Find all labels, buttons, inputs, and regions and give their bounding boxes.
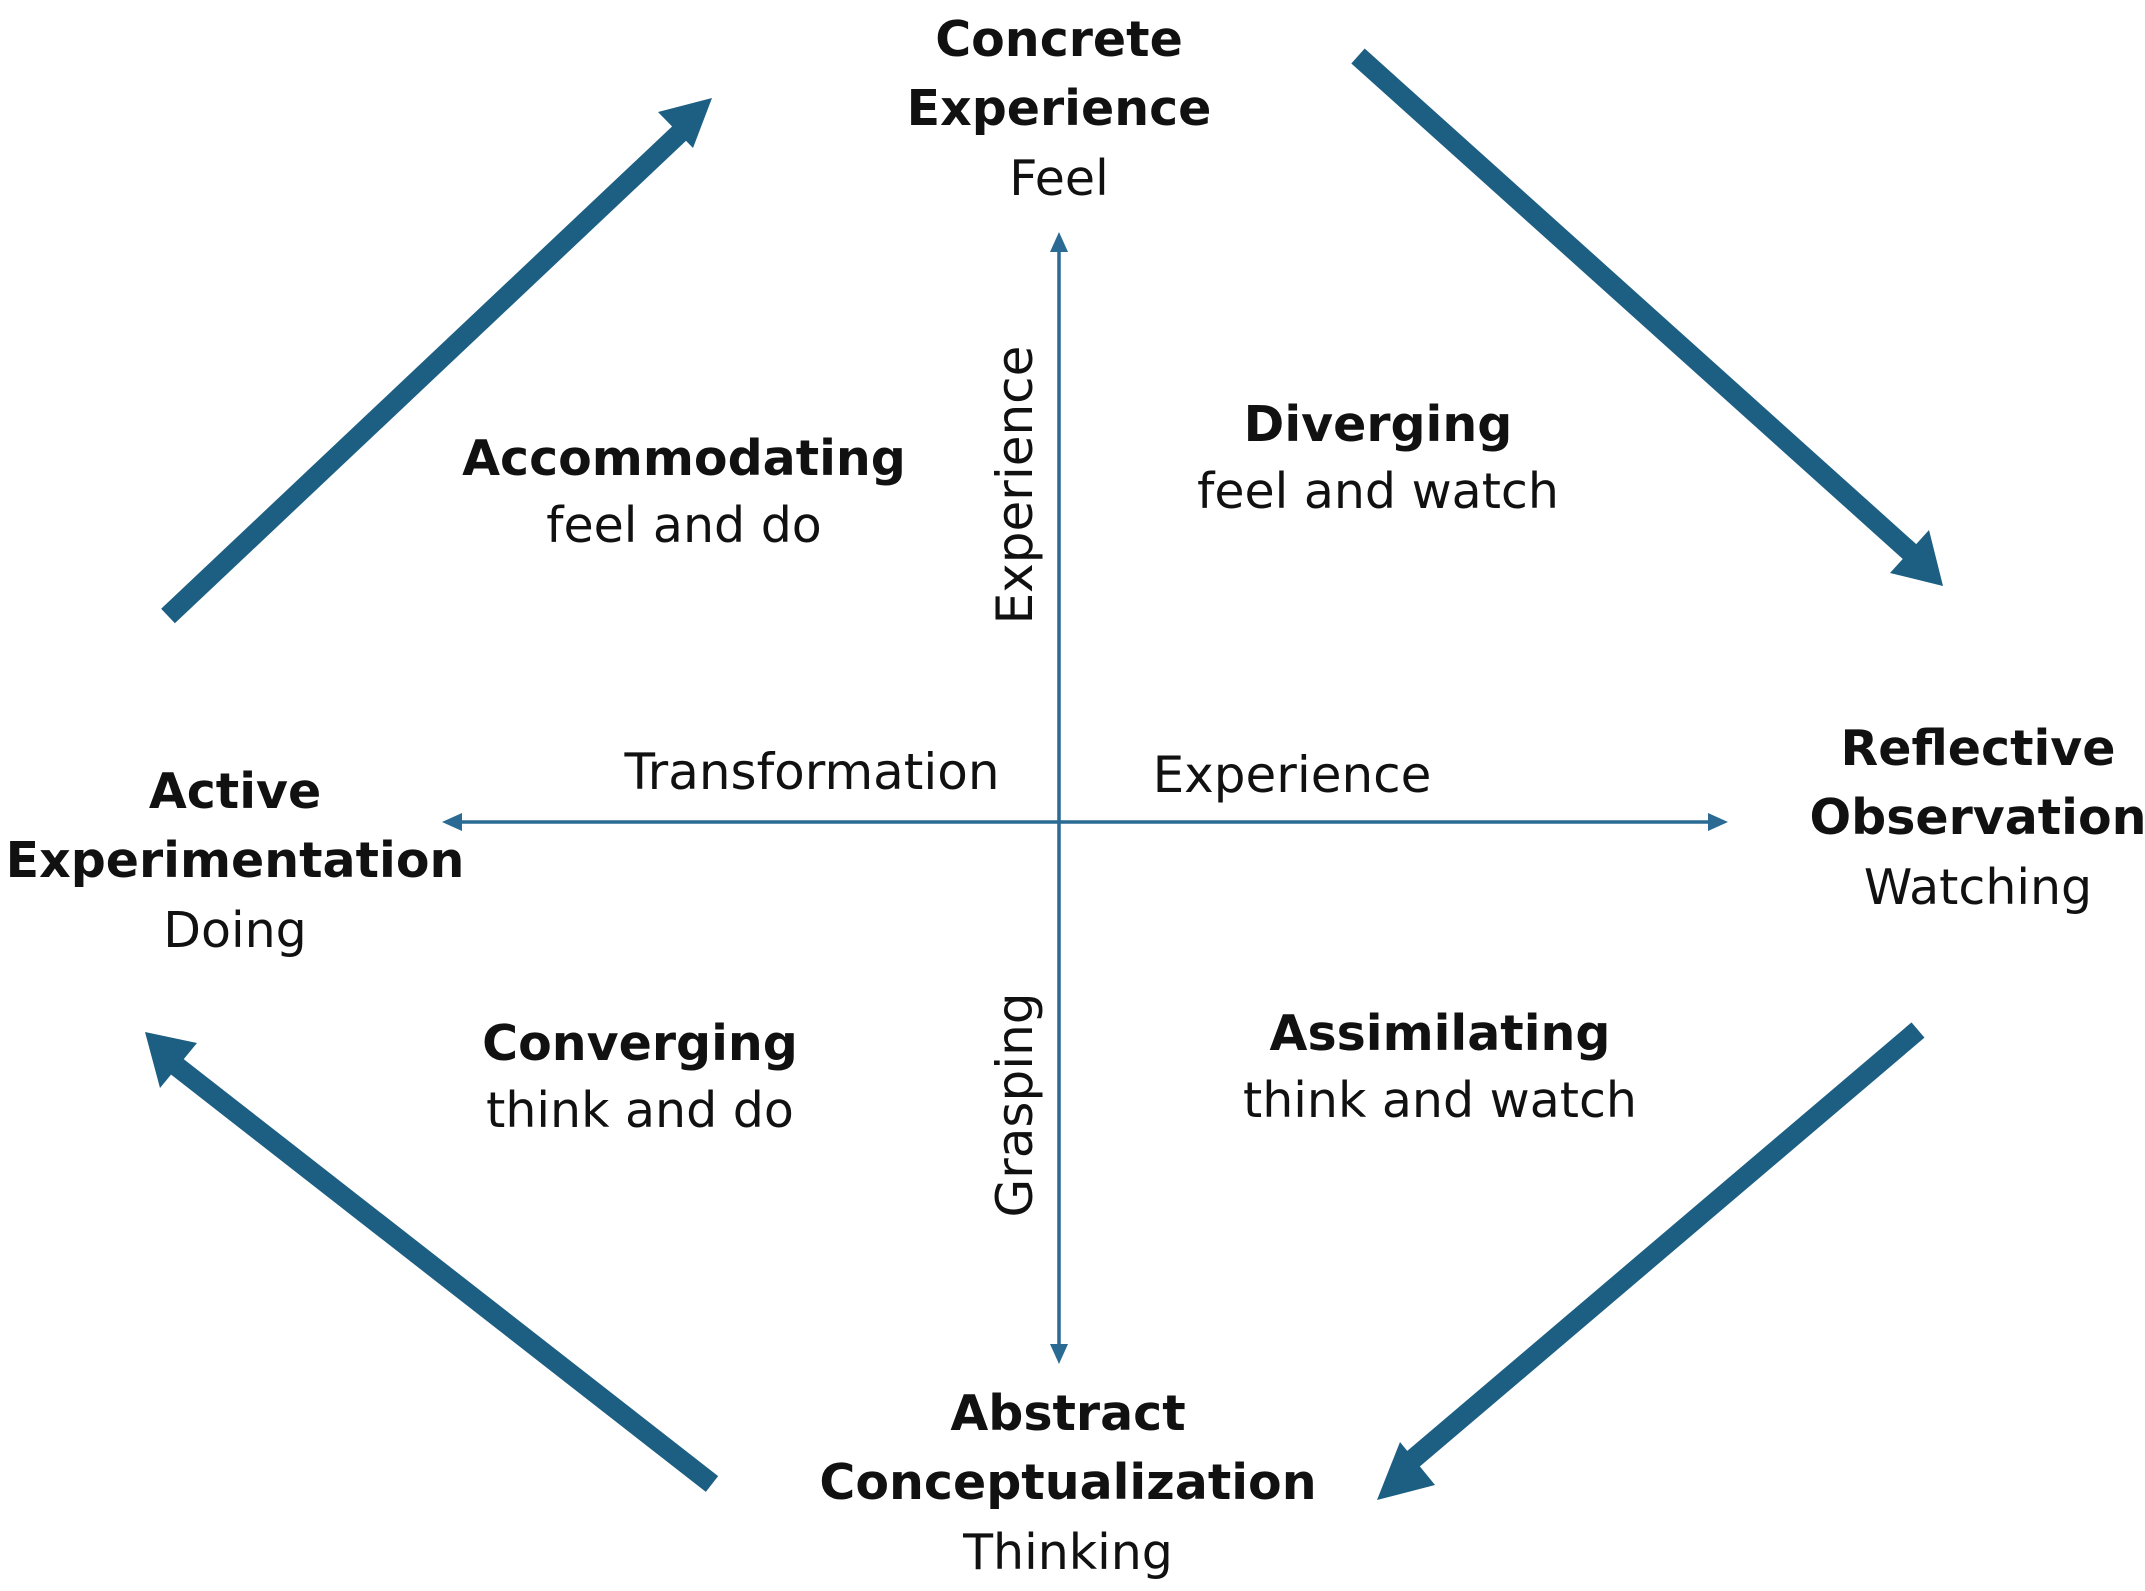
stage-title: Active xyxy=(148,763,322,820)
stage-title: Concrete xyxy=(935,11,1183,68)
style-subtitle: think and watch xyxy=(1243,1072,1637,1129)
cycle-arrow-abstract-to-active xyxy=(145,1032,719,1492)
style-title: Assimilating xyxy=(1269,1005,1611,1062)
stage-subtitle: Watching xyxy=(1863,859,2093,916)
cycle-arrow-active-to-concrete xyxy=(161,98,712,624)
stage-concrete-experience: Concrete Experience Feel xyxy=(907,5,1212,214)
horizontal-axis xyxy=(442,813,1728,831)
vertical-axis xyxy=(1050,232,1068,1364)
stage-title: Experience xyxy=(906,80,1212,137)
style-title: Accommodating xyxy=(462,430,906,487)
stage-abstract-conceptualization: Abstract Conceptualization Thinking xyxy=(819,1379,1316,1588)
stage-title: Experimentation xyxy=(5,832,465,889)
stage-title: Abstract xyxy=(950,1385,1186,1442)
stage-title: Conceptualization xyxy=(819,1454,1317,1511)
stage-reflective-observation: Reflective Observation Watching xyxy=(1809,714,2145,923)
stage-title: Reflective xyxy=(1840,720,2116,777)
cycle-arrow-reflective-to-abstract xyxy=(1377,1022,1925,1500)
style-title: Converging xyxy=(482,1015,798,1072)
style-converging: Converging think and do xyxy=(482,1010,798,1144)
cycle-arrow-concrete-to-reflective xyxy=(1351,48,1943,586)
style-accommodating: Accommodating feel and do xyxy=(462,425,906,559)
stage-subtitle: Doing xyxy=(163,902,307,959)
style-diverging: Diverging feel and watch xyxy=(1197,391,1559,525)
style-subtitle: think and do xyxy=(486,1082,794,1139)
stage-active-experimentation: Active Experimentation Doing xyxy=(6,757,465,966)
axis-label-horizontal-right: Experience xyxy=(1152,746,1432,804)
axis-label-horizontal-left: Transformation xyxy=(624,743,1000,801)
style-assimilating: Assimilating think and watch xyxy=(1243,1000,1637,1134)
stage-title: Observation xyxy=(1809,789,2145,846)
style-title: Diverging xyxy=(1243,396,1513,453)
axis-label-vertical-bottom: Grasping xyxy=(986,992,1044,1218)
style-subtitle: feel and do xyxy=(546,497,822,554)
axis-label-vertical-top: Experience xyxy=(986,345,1044,625)
stage-subtitle: Feel xyxy=(1009,150,1109,207)
stage-subtitle: Thinking xyxy=(963,1524,1173,1581)
style-subtitle: feel and watch xyxy=(1197,463,1559,520)
